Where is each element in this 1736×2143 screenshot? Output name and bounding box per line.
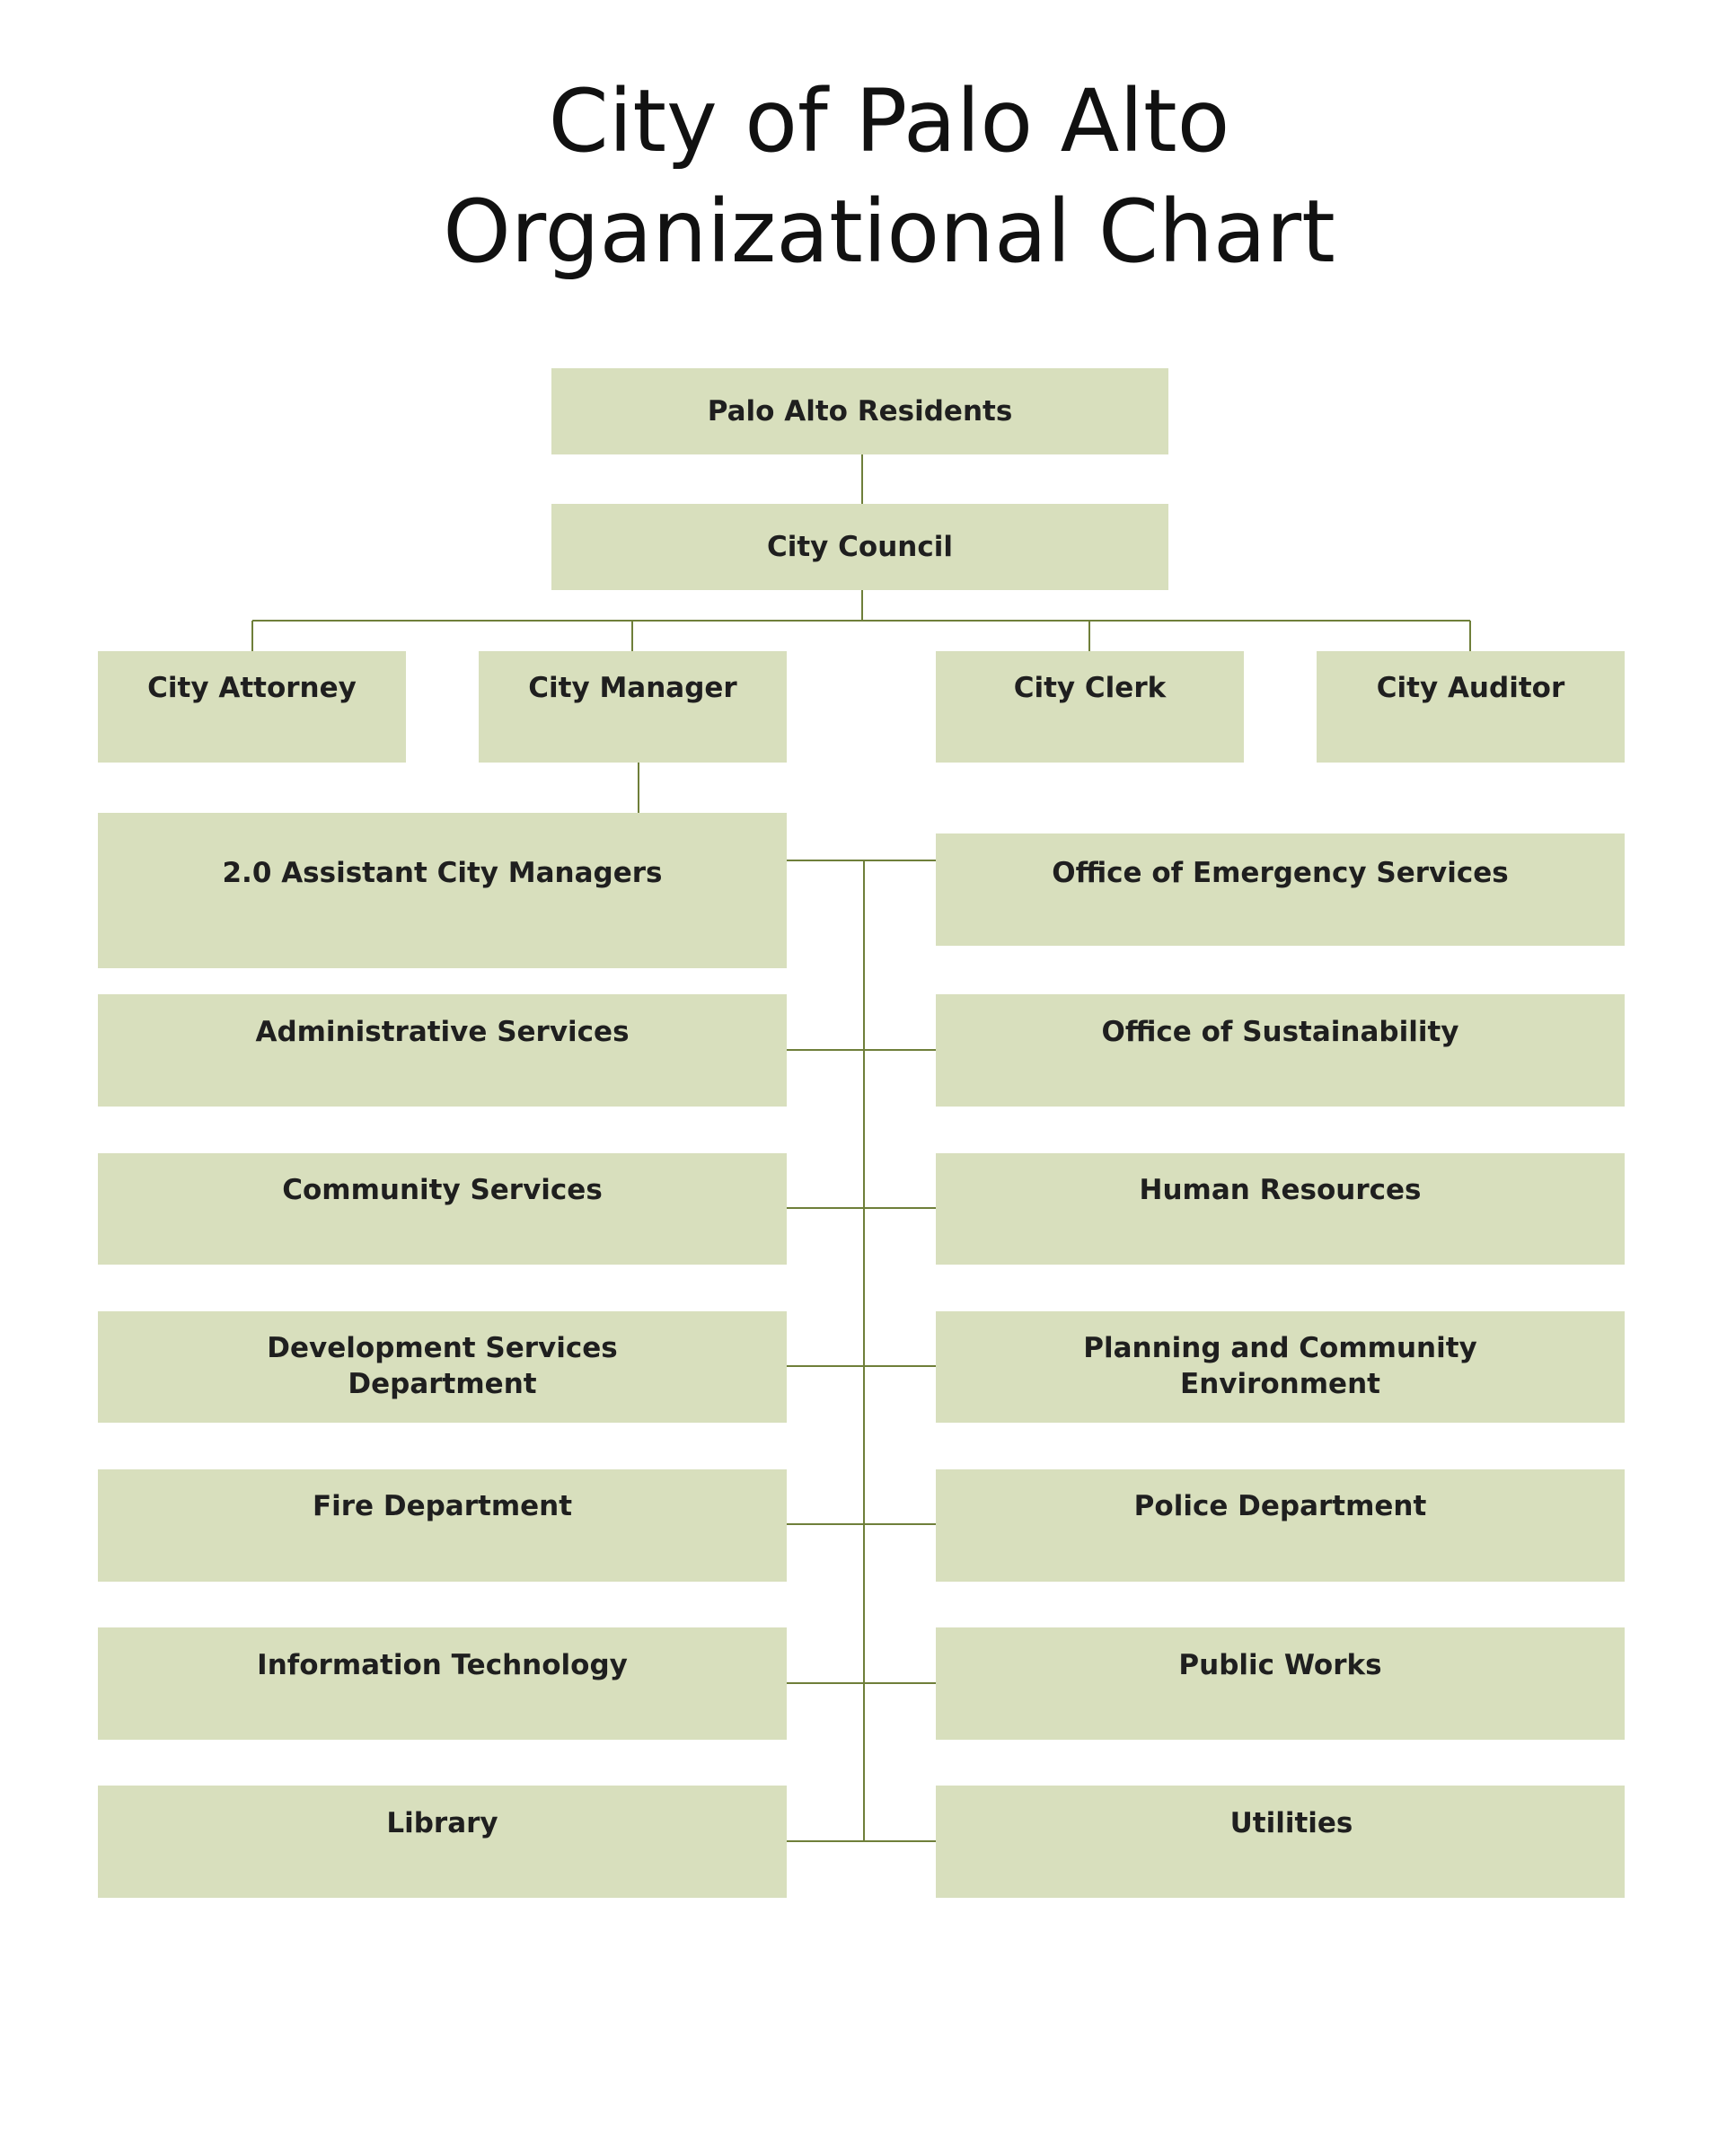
node-label: Office of Emergency Services [1052, 857, 1509, 889]
chart-title: City of Palo Alto Organizational Chart [0, 66, 1736, 287]
node-office-of-sustainability: Office of Sustainability [936, 994, 1625, 1107]
node-label: City Manager [528, 672, 737, 704]
node-library: Library [98, 1786, 787, 1898]
node-label: Development Services Department [267, 1332, 618, 1400]
node-palo-alto-residents: Palo Alto Residents [551, 368, 1168, 454]
node-label: Human Resources [1139, 1174, 1422, 1206]
node-city-attorney: City Attorney [98, 651, 406, 763]
node-office-of-emergency-services: Office of Emergency Services [936, 833, 1625, 946]
node-assistant-city-managers: 2.0 Assistant City Managers [98, 813, 787, 968]
node-label: Public Works [1178, 1649, 1382, 1681]
node-public-works: Public Works [936, 1627, 1625, 1740]
node-label: 2.0 Assistant City Managers [222, 857, 663, 889]
node-fire-department: Fire Department [98, 1469, 787, 1582]
node-city-clerk: City Clerk [936, 651, 1244, 763]
node-city-auditor: City Auditor [1317, 651, 1625, 763]
node-label: Planning and Community Environment [1083, 1332, 1477, 1400]
node-label: Information Technology [257, 1649, 628, 1681]
node-development-services-department: Development Services Department [98, 1311, 787, 1423]
node-community-services: Community Services [98, 1153, 787, 1265]
node-label: City Auditor [1376, 672, 1565, 704]
node-label: City Clerk [1013, 672, 1167, 704]
node-label: Police Department [1133, 1490, 1427, 1522]
node-city-manager: City Manager [479, 651, 787, 763]
node-administrative-services: Administrative Services [98, 994, 787, 1107]
node-police-department: Police Department [936, 1469, 1625, 1582]
node-human-resources: Human Resources [936, 1153, 1625, 1265]
chart-title-line-2: Organizational Chart [443, 181, 1335, 282]
node-label: Office of Sustainability [1101, 1016, 1459, 1048]
node-label: Community Services [282, 1174, 603, 1206]
node-label: Library [386, 1807, 498, 1839]
node-city-council: City Council [551, 504, 1168, 590]
node-label: Utilities [1229, 1807, 1353, 1839]
node-label: Palo Alto Residents [707, 395, 1013, 428]
node-label: City Council [766, 531, 953, 563]
chart-title-line-1: City of Palo Alto [548, 71, 1230, 172]
node-information-technology: Information Technology [98, 1627, 787, 1740]
node-label: Fire Department [312, 1490, 573, 1522]
node-label: City Attorney [147, 672, 357, 704]
node-planning-and-community-environment: Planning and Community Environment [936, 1311, 1625, 1423]
node-label: Administrative Services [255, 1016, 630, 1048]
node-utilities: Utilities [936, 1786, 1625, 1898]
